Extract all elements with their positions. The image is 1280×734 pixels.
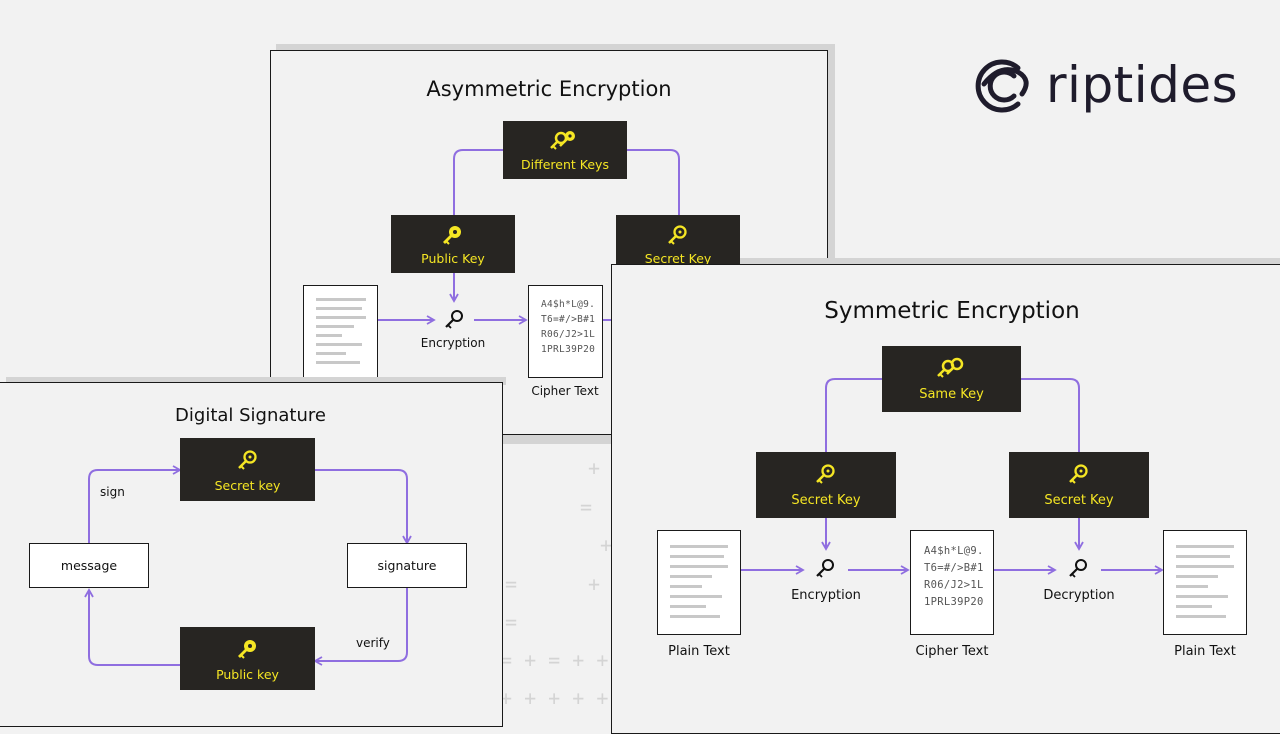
sym-cipher-label: Cipher Text — [915, 644, 989, 659]
signature-title: Digital Signature — [175, 405, 326, 426]
encryption-key-icon — [816, 559, 834, 578]
asym-public-key-label: Public Key — [421, 251, 485, 266]
asym-cipher-box: A4$h*L@9. T6=#/>B#1 R06/J2>1L 1PRL39P20 — [528, 285, 603, 378]
key-outline-icon — [238, 450, 257, 470]
sign-label: sign — [100, 485, 125, 499]
decryption-key-icon — [1069, 559, 1087, 578]
sym-decryption-label: Decryption — [1043, 588, 1115, 603]
riptides-logo-icon — [975, 59, 1029, 113]
symmetric-panel: Symmetric Encryption — [611, 264, 1280, 734]
cipher-line: T6=#/>B#1 — [924, 562, 984, 574]
sig-secret-key-label: Secret key — [214, 478, 281, 493]
sym-encryption-label: Encryption — [791, 588, 861, 603]
sym-plain-document-right — [1163, 530, 1247, 635]
sym-secret-key-left-box: Secret Key — [756, 452, 896, 518]
sym-cipher-box: A4$h*L@9. T6=#/>B#1 R06/J2>1L 1PRL39P20 — [910, 530, 994, 635]
asym-cipher-label: Cipher Text — [531, 384, 599, 398]
keys-icon — [937, 357, 964, 378]
sym-secret-key-left-label: Secret Key — [791, 493, 861, 508]
asym-secret-key-box: Secret Key — [616, 215, 740, 273]
key-icon — [443, 226, 461, 245]
keys-icon — [550, 131, 575, 150]
cipher-line: R06/J2>1L — [541, 329, 596, 340]
symmetric-title: Symmetric Encryption — [824, 298, 1080, 324]
sym-secret-key-right-box: Secret Key — [1009, 452, 1149, 518]
cipher-line: R06/J2>1L — [924, 579, 984, 591]
cipher-line: A4$h*L@9. — [924, 545, 984, 557]
different-keys-box: Different Keys — [503, 121, 627, 179]
sig-public-key-box: Public key — [180, 627, 315, 690]
sym-secret-key-right-label: Secret Key — [1044, 493, 1114, 508]
same-key-label: Same Key — [919, 387, 984, 402]
key-icon — [238, 640, 256, 659]
asym-plain-document — [303, 285, 378, 378]
asym-secret-key-label: Secret Key — [644, 251, 712, 266]
sym-plain-left-label: Plain Text — [668, 644, 730, 659]
key-outline-icon — [1069, 464, 1088, 484]
cipher-line: 1PRL39P20 — [541, 344, 596, 355]
asym-public-key-box: Public Key — [391, 215, 515, 273]
cipher-line: A4$h*L@9. — [541, 299, 596, 310]
key-outline-icon — [668, 225, 687, 245]
sig-secret-key-box: Secret key — [180, 438, 315, 501]
same-key-box: Same Key — [882, 346, 1021, 412]
encryption-key-icon — [445, 310, 463, 329]
riptides-wordmark: riptides — [1046, 56, 1239, 114]
asym-encryption-label: Encryption — [420, 336, 486, 350]
message-box: message — [29, 543, 149, 588]
sym-plain-document-left — [657, 530, 741, 635]
key-outline-icon — [816, 464, 835, 484]
different-keys-label: Different Keys — [521, 157, 609, 172]
cipher-line: 1PRL39P20 — [924, 596, 984, 608]
verify-label: verify — [356, 636, 390, 650]
sym-plain-right-label: Plain Text — [1174, 644, 1236, 659]
signature-box: signature — [347, 543, 467, 588]
sig-public-key-label: Public key — [216, 667, 279, 682]
asymmetric-title: Asymmetric Encryption — [426, 77, 672, 101]
cipher-line: T6=#/>B#1 — [541, 314, 596, 325]
